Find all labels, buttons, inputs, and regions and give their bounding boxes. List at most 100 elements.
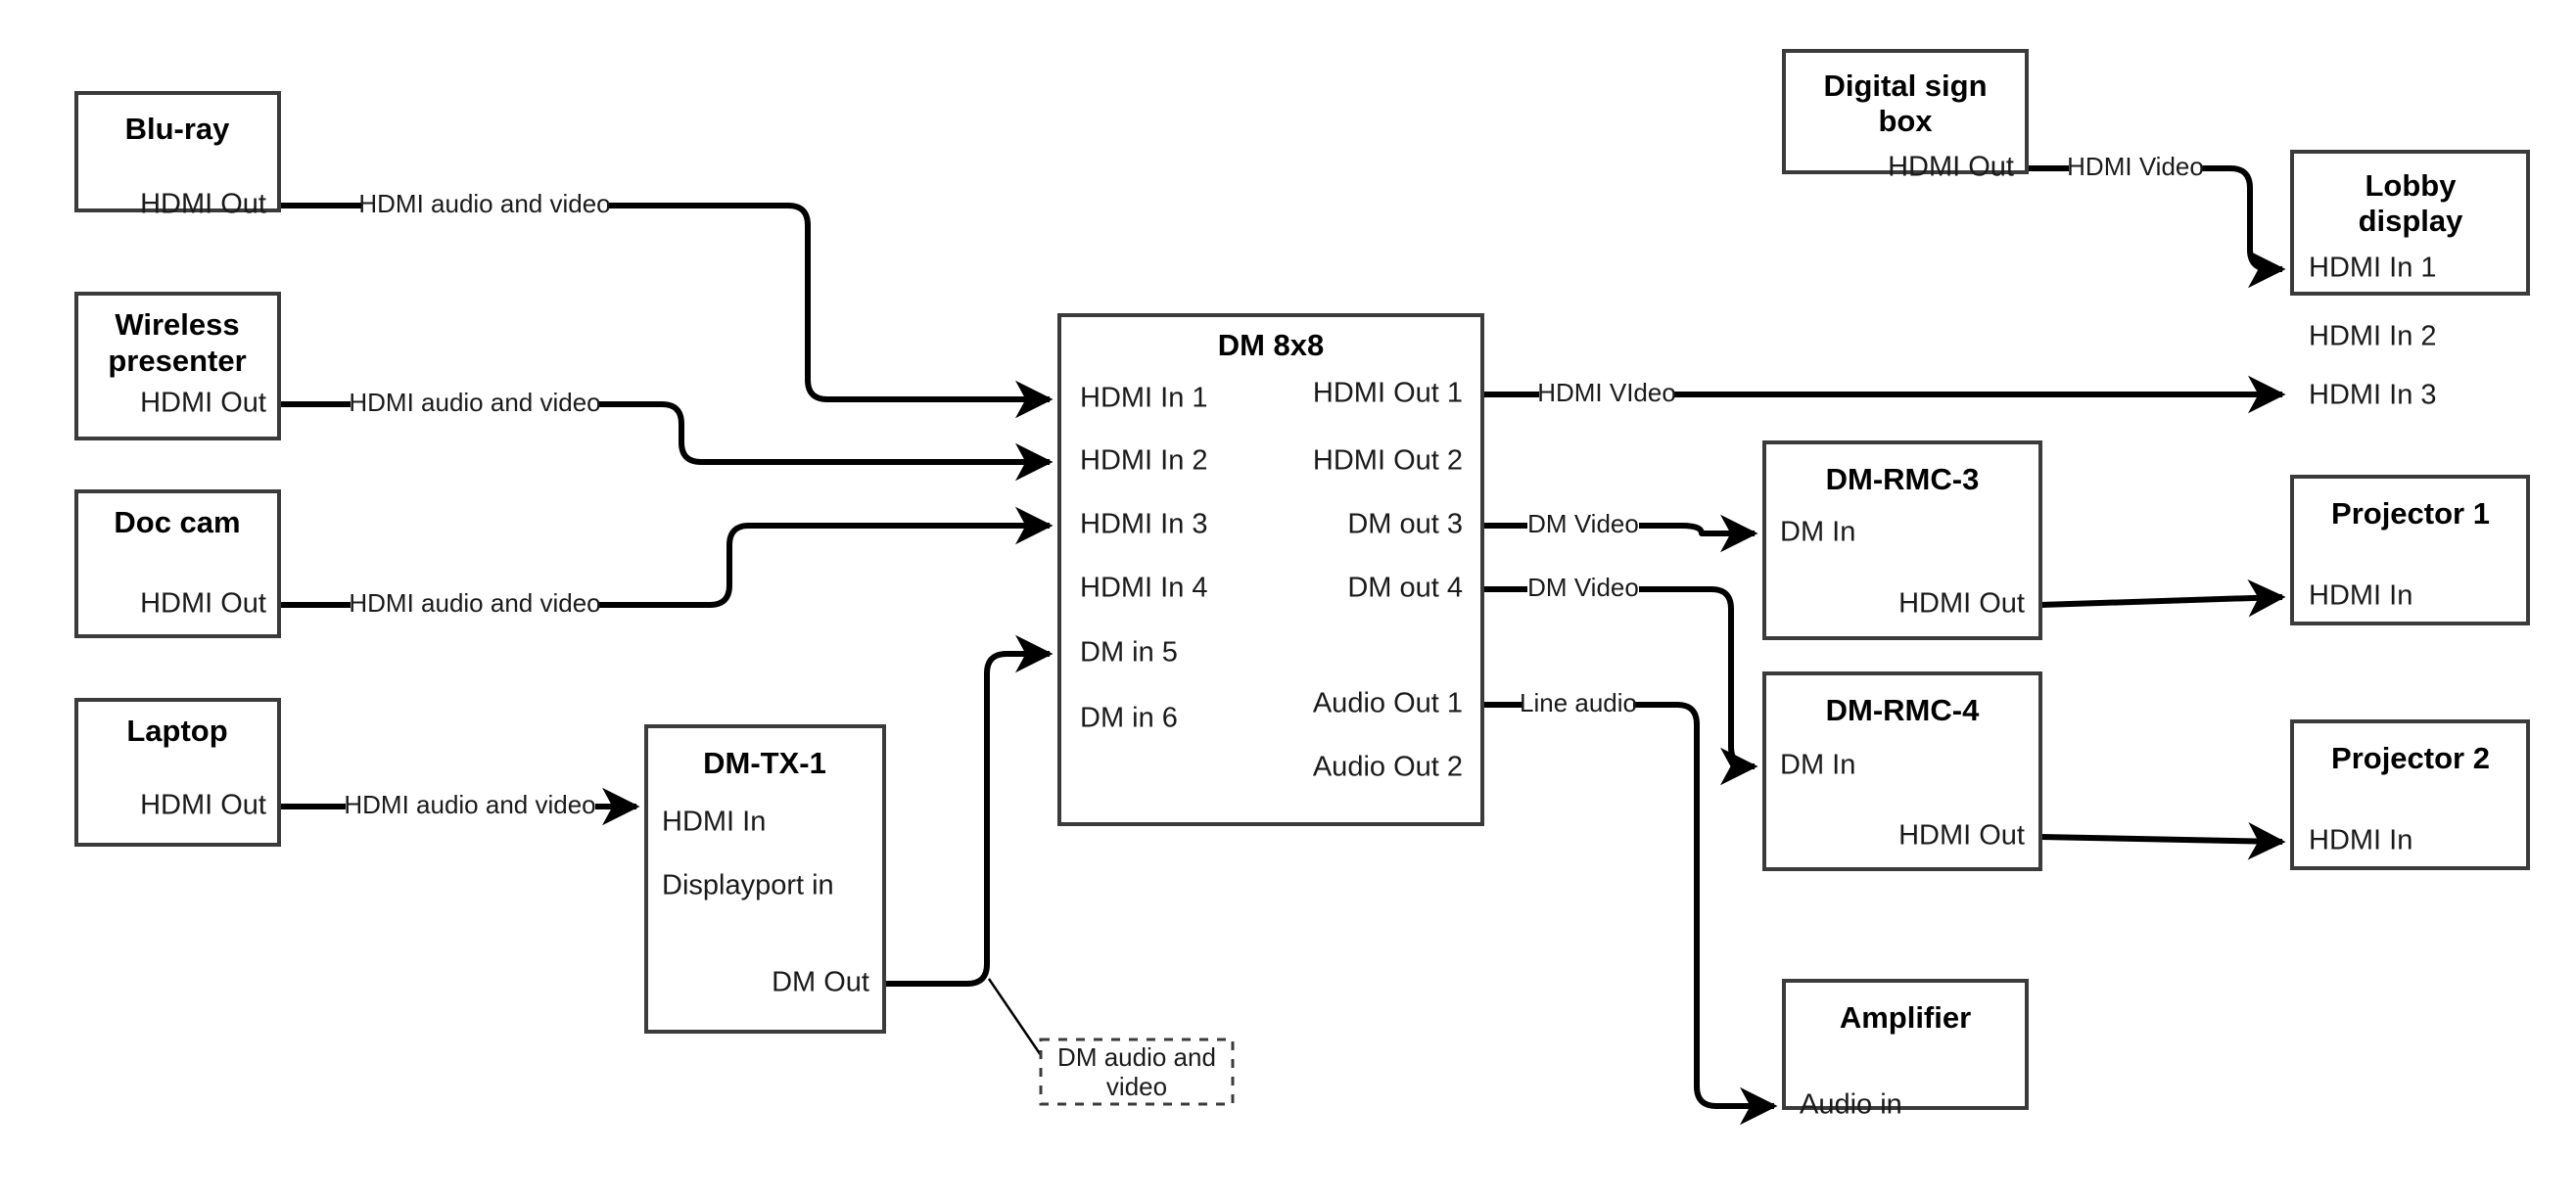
port-dm-8x8-hdmi-in-1: HDMI In 1: [1080, 383, 1208, 414]
edge-label-doccam: HDMI audio and video: [349, 588, 600, 618]
node-amplifier[interactable]: Amplifier Audio in: [1782, 979, 2029, 1121]
port-dm-8x8-dm-in-5: DM in 5: [1080, 637, 1178, 669]
node-wireless-presenter-box[interactable]: [74, 292, 281, 440]
port-dm-8x8-audio-out-2: Audio Out 2: [1313, 752, 1463, 783]
node-dm-8x8-title: DM 8x8: [1218, 328, 1325, 362]
port-dm-rmc-3-hdmi-out: HDMI Out: [1898, 588, 2025, 620]
port-dm-rmc-4-dm-in: DM In: [1780, 750, 1855, 781]
node-doc-cam-title: Doc cam: [114, 505, 240, 539]
callout-dm-audio-and-video-line2: video: [1106, 1072, 1167, 1101]
callout-leader-line: [987, 978, 1043, 1056]
edge-label-hdmi-video-out1: HDMI VIdeo: [1537, 378, 1676, 407]
node-doc-cam-box[interactable]: [74, 489, 281, 638]
node-dm-rmc-4-box[interactable]: [1762, 671, 2042, 871]
edge-signbox-to-lobby: HDMI Video: [2027, 152, 2286, 289]
port-dm-tx-1-displayport-in: Displayport in: [662, 870, 834, 901]
node-laptop-box[interactable]: [74, 698, 281, 847]
node-lobby-display-title-line2: display: [2359, 204, 2464, 238]
node-digital-sign-box[interactable]: Digital sign box HDMI Out: [1782, 49, 2029, 183]
port-dm-rmc-3-dm-in: DM In: [1780, 517, 1855, 548]
port-dm-tx-1-hdmi-in: HDMI In: [662, 807, 766, 838]
node-laptop[interactable]: Laptop HDMI Out: [74, 698, 281, 847]
node-digital-sign-box-title-line1: Digital sign: [1823, 69, 1987, 103]
node-digital-sign-box-title-line2: box: [1878, 104, 1933, 138]
edge-rmc4-to-projector2: [2039, 822, 2286, 860]
node-bluray-title: Blu-ray: [125, 112, 231, 146]
edge-wireless-to-dm8x8: HDMI audio and video: [279, 388, 1054, 482]
edge-laptop-to-dmtx1: HDMI audio and video: [279, 787, 640, 826]
port-dm-8x8-audio-out-1: Audio Out 1: [1313, 688, 1463, 719]
node-projector-1-title: Projector 1: [2331, 496, 2490, 531]
node-wireless-presenter[interactable]: Wireless presenter HDMI Out: [74, 292, 281, 440]
edge-label-line-audio: Line audio: [1520, 688, 1637, 717]
node-dm-rmc-4[interactable]: DM-RMC-4 DM In HDMI Out: [1762, 671, 2042, 871]
node-projector-2[interactable]: Projector 2 HDMI In: [2290, 719, 2530, 870]
edge-dm8x8-dmout4-to-rmc4: DM Video: [1482, 573, 1758, 786]
node-projector-1[interactable]: Projector 1 HDMI In: [2290, 475, 2530, 625]
node-dm-rmc-3-title: DM-RMC-3: [1826, 462, 1980, 496]
node-digital-sign-box-box[interactable]: [1782, 49, 2029, 174]
port-doc-cam-hdmi-out: HDMI Out: [140, 588, 266, 620]
edge-rmc3-to-projector1: [2039, 578, 2286, 618]
node-projector-2-title: Projector 2: [2331, 741, 2490, 775]
port-lobby-display-hdmi-in-3: HDMI In 3: [2309, 380, 2437, 411]
edge-line-bluray: [607, 203, 1054, 419]
edge-bluray-to-dm8x8: HDMI audio and video: [279, 189, 1054, 419]
node-laptop-title: Laptop: [126, 714, 227, 748]
port-amplifier-audio-in: Audio in: [1800, 1089, 1902, 1121]
edge-line-dmout4: [1639, 586, 1758, 786]
node-lobby-display[interactable]: Lobby display HDMI In 1 HDMI In 2 HDMI I…: [2290, 150, 2530, 411]
callout-dm-audio-and-video-box: [1039, 1038, 1235, 1106]
port-dm-8x8-dm-out-4: DM out 4: [1347, 573, 1463, 604]
node-amplifier-title: Amplifier: [1840, 1000, 1971, 1035]
edge-label-dm-video-3: DM Video: [1527, 509, 1639, 538]
edge-line-wireless: [599, 401, 1054, 482]
node-dm-rmc-3[interactable]: DM-RMC-3 DM In HDMI Out: [1762, 440, 2042, 640]
node-dm-rmc-3-box[interactable]: [1762, 440, 2042, 640]
edge-line-doccam: [599, 506, 1054, 608]
callout-dm-audio-and-video-line1: DM audio and: [1057, 1042, 1216, 1072]
edge-dm8x8-dmout3-to-rmc3: DM Video: [1482, 509, 1758, 553]
node-dm-8x8[interactable]: DM 8x8 HDMI In 1 HDMI In 2 HDMI In 3 HDM…: [1057, 313, 1484, 826]
node-lobby-display-box[interactable]: [2290, 150, 2530, 296]
port-dm-8x8-hdmi-out-2: HDMI Out 2: [1313, 445, 1463, 477]
edge-line-audioout1: [1633, 702, 1778, 1126]
port-dm-8x8-hdmi-in-2: HDMI In 2: [1080, 445, 1208, 477]
edge-label-laptop: HDMI audio and video: [344, 790, 595, 819]
node-wireless-presenter-title-line2: presenter: [108, 344, 246, 378]
node-dm-rmc-4-title: DM-RMC-4: [1826, 693, 1980, 727]
edge-line-signbox: [2201, 165, 2286, 289]
port-dm-8x8-dm-in-6: DM in 6: [1080, 703, 1178, 734]
port-dm-8x8-hdmi-in-4: HDMI In 4: [1080, 573, 1208, 604]
edge-label-hdmi-video-sign: HDMI Video: [2067, 152, 2204, 181]
node-amplifier-box[interactable]: [1782, 979, 2029, 1110]
edge-line-rmc4-projector2: [2039, 822, 2286, 860]
edge-dmtx1-to-dm8x8: [884, 634, 1054, 1056]
port-lobby-display-hdmi-in-2: HDMI In 2: [2309, 321, 2437, 352]
port-bluray-hdmi-out: HDMI Out: [140, 189, 266, 220]
node-dm-8x8-box[interactable]: [1057, 313, 1484, 826]
port-projector-2-hdmi-in: HDMI In: [2309, 825, 2412, 856]
node-projector-1-box[interactable]: [2290, 475, 2530, 625]
port-digital-sign-box-hdmi-out: HDMI Out: [1888, 152, 2014, 183]
edge-line-rmc3-projector1: [2039, 578, 2286, 618]
edge-doccam-to-dm8x8: HDMI audio and video: [279, 506, 1054, 618]
node-doc-cam[interactable]: Doc cam HDMI Out: [74, 489, 281, 638]
port-dm-tx-1-dm-out: DM Out: [772, 967, 869, 998]
node-bluray[interactable]: Blu-ray HDMI Out: [74, 91, 281, 220]
port-projector-1-hdmi-in: HDMI In: [2309, 580, 2412, 612]
callout-dm-audio-and-video: DM audio and video: [1039, 1038, 1235, 1106]
node-projector-2-box[interactable]: [2290, 719, 2530, 870]
edge-dm8x8-audioout1-to-amp: Line audio: [1482, 688, 1778, 1126]
edge-line-dmout3: [1639, 514, 1758, 553]
port-dm-8x8-dm-out-3: DM out 3: [1347, 509, 1463, 540]
port-wireless-presenter-hdmi-out: HDMI Out: [140, 388, 266, 419]
node-bluray-box[interactable]: [74, 91, 281, 212]
port-dm-8x8-hdmi-in-3: HDMI In 3: [1080, 509, 1208, 540]
edge-label-dm-video-4: DM Video: [1527, 573, 1639, 602]
node-dm-tx-1[interactable]: DM-TX-1 HDMI In Displayport in DM Out: [644, 724, 886, 1034]
node-dm-tx-1-box[interactable]: [644, 724, 886, 1034]
port-laptop-hdmi-out: HDMI Out: [140, 790, 266, 821]
